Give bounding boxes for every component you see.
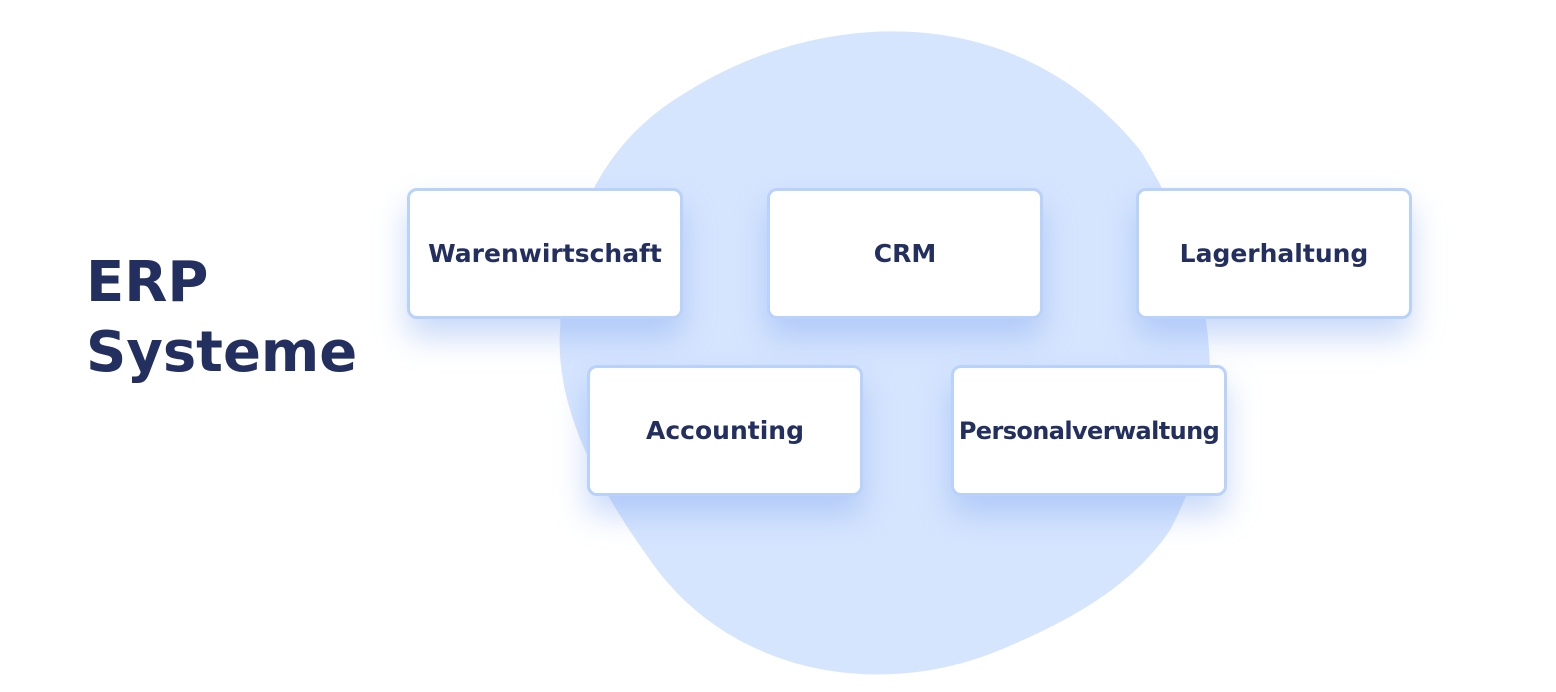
module-card-personalverwaltung: Personalverwaltung xyxy=(951,365,1227,496)
background-blob xyxy=(559,31,1210,675)
module-label-lagerhaltung: Lagerhaltung xyxy=(1179,239,1369,268)
module-label-personalverwaltung: Personalverwaltung xyxy=(958,416,1220,445)
page-title: ERP Systeme xyxy=(86,248,357,388)
module-card-warenwirtschaft: Warenwirtschaft xyxy=(407,188,683,319)
module-card-crm: CRM xyxy=(767,188,1043,319)
module-label-warenwirtschaft: Warenwirtschaft xyxy=(428,239,662,268)
module-card-lagerhaltung: Lagerhaltung xyxy=(1136,188,1412,319)
title-line-systeme: Systeme xyxy=(86,320,358,385)
module-card-accounting: Accounting xyxy=(587,365,863,496)
title-line-erp: ERP xyxy=(86,250,209,315)
module-label-crm: CRM xyxy=(873,239,937,268)
module-label-accounting: Accounting xyxy=(646,416,804,445)
